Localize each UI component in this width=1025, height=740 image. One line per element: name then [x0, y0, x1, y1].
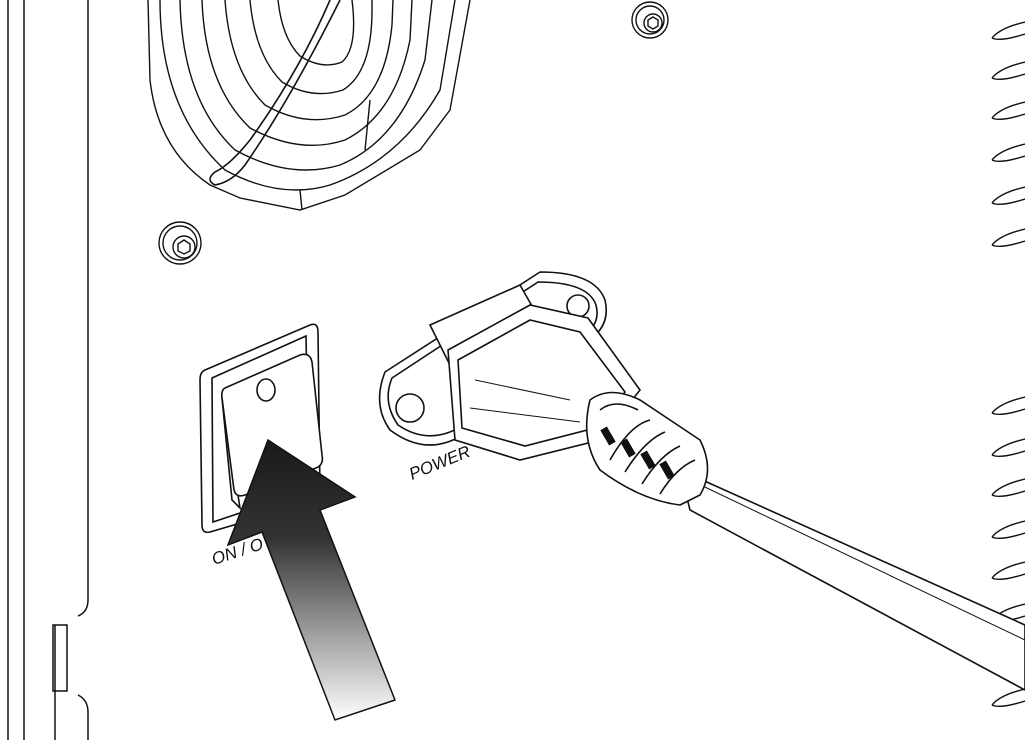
screw-left — [158, 221, 202, 265]
vent-slots — [991, 21, 1025, 708]
press-arrow-icon — [226, 438, 396, 721]
power-label: POWER — [406, 442, 473, 484]
enclosure-left-edge — [7, 0, 89, 740]
power-plug-icon — [447, 304, 709, 506]
fan-guard-icon — [147, 0, 471, 211]
screw-top-right — [631, 1, 669, 39]
power-cord — [678, 468, 1025, 691]
